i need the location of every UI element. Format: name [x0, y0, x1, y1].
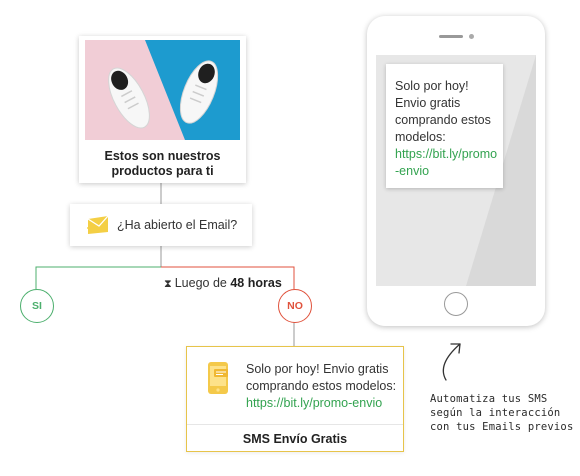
- sms-link[interactable]: https://bit.ly/promo-envio: [246, 396, 383, 410]
- wait-value: 48 horas: [230, 276, 282, 290]
- hourglass-icon: ⧗: [164, 278, 172, 290]
- wait-label: ⧗Luego de 48 horas: [164, 276, 282, 291]
- caption-line3: con tus Emails previos: [430, 421, 574, 433]
- wait-prefix: Luego de: [174, 276, 227, 290]
- phone-speaker: [439, 35, 463, 38]
- question-box: ¿Ha abierto el Email?: [70, 204, 252, 246]
- phone-camera: [469, 34, 474, 39]
- bubble-text: Solo por hoy! Envio gratis comprando est…: [395, 78, 501, 180]
- phone-home-button: [444, 292, 468, 316]
- question-text: ¿Ha abierto el Email?: [117, 218, 238, 232]
- sms-card: Solo por hoy! Envio gratis comprando est…: [186, 346, 404, 452]
- sms-message-line2: comprando estos modelos:: [246, 379, 397, 393]
- sms-bubble: Solo por hoy! Envio gratis comprando est…: [386, 64, 503, 188]
- email-title-line2: productos para ti: [111, 164, 214, 178]
- no-badge: NO: [278, 289, 312, 323]
- bubble-line: Solo por hoy!: [395, 79, 469, 93]
- sms-message: Solo por hoy! Envio gratis comprando est…: [246, 361, 402, 412]
- caption-line2: según la interacción: [430, 407, 561, 419]
- caption: Automatiza tus SMS según la interacción …: [430, 392, 580, 434]
- envelope-icon: [87, 215, 109, 234]
- bubble-link-line1[interactable]: https://bit.ly/promo: [395, 147, 498, 161]
- sneakers-photo: [85, 40, 240, 140]
- yes-branch-line: [35, 266, 161, 289]
- sms-divider: [187, 424, 403, 425]
- curved-arrow-icon: [442, 343, 461, 381]
- sms-title: SMS Envío Gratis: [242, 432, 348, 446]
- caption-line1: Automatiza tus SMS: [430, 393, 548, 405]
- phone-screen: Solo por hoy! Envio gratis comprando est…: [376, 55, 536, 286]
- bubble-link-line2[interactable]: -envio: [395, 164, 430, 178]
- email-title: Estos son nuestros productos para ti: [79, 149, 246, 179]
- bubble-line: Envio gratis: [395, 96, 461, 110]
- yes-badge: SI: [20, 289, 54, 323]
- sms-phone-icon: [208, 362, 228, 394]
- bubble-line: modelos:: [395, 130, 446, 144]
- email-card: Estos son nuestros productos para ti: [79, 36, 246, 183]
- bubble-line: comprando estos: [395, 113, 491, 127]
- email-title-line1: Estos son nuestros: [104, 149, 221, 163]
- sms-message-line1: Solo por hoy! Envio gratis: [246, 362, 389, 376]
- no-branch-line: [161, 266, 295, 289]
- phone-mockup: Solo por hoy! Envio gratis comprando est…: [367, 16, 545, 326]
